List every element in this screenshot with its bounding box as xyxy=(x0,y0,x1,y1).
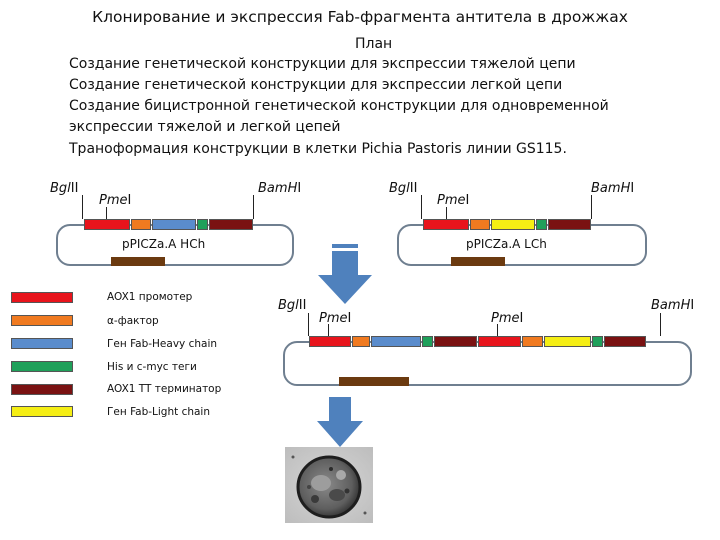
plasmid-label-heavy: pPICZa.A HCh xyxy=(122,237,206,251)
legend-swatch-heavy-chain xyxy=(11,338,73,349)
his-myc-tag-segment-heavy xyxy=(197,219,208,230)
resistance-marker-light xyxy=(451,257,505,266)
bglii-tick-bicistronic xyxy=(308,313,309,336)
plan-item-4: Траноформация конструкции в клетки Pichi… xyxy=(69,141,567,157)
pmei-site-label-heavy: PmeI xyxy=(99,193,132,208)
bamhi-site-label-light: BamHI xyxy=(591,181,635,196)
aox1-promoter-segment-bicistronic-1 xyxy=(309,336,351,347)
pmei-tick-light xyxy=(446,207,447,219)
down-arrow-icon xyxy=(318,244,372,304)
pmei-site-label-bicistronic-2: PmeI xyxy=(491,311,524,326)
light-chain-gene-segment-bicistronic xyxy=(544,336,591,347)
aox1-terminator-segment-light xyxy=(548,219,591,230)
resistance-marker-bicistronic xyxy=(339,377,409,386)
light-chain-gene-segment xyxy=(491,219,535,230)
plan-item-1: Создание генетической конструкции для эк… xyxy=(69,56,576,72)
his-myc-tag-segment-bicistronic-2 xyxy=(592,336,603,347)
legend-swatch-aox1-terminator xyxy=(11,384,73,395)
aox1-terminator-segment-bicistronic-2 xyxy=(604,336,646,347)
legend-swatch-aox1-promoter xyxy=(11,292,73,303)
plan-item-2: Создание генетической конструкции для эк… xyxy=(69,77,563,93)
legend-label-his-myc-tags: His и c-myc теги xyxy=(107,361,197,373)
alpha-factor-segment-bicistronic-2 xyxy=(522,336,543,347)
bamhi-site-label-bicistronic: BamHI xyxy=(651,298,695,313)
aox1-terminator-segment-bicistronic-1 xyxy=(434,336,477,347)
page-title: Клонирование и экспрессия Fab-фрагмента … xyxy=(92,8,628,26)
pmei-tick-bicistronic-2 xyxy=(497,324,498,336)
plasmid-ring-light xyxy=(397,224,647,266)
bglii-site-label-bicistronic: BglII xyxy=(278,298,307,313)
heavy-chain-gene-segment-bicistronic xyxy=(371,336,421,347)
pmei-site-label-bicistronic-1: PmeI xyxy=(319,311,352,326)
bglii-tick-light xyxy=(421,195,422,219)
alpha-factor-segment-heavy xyxy=(131,219,151,230)
resistance-marker-heavy xyxy=(111,257,165,266)
aox1-promoter-segment-light xyxy=(423,219,469,230)
plan-item-3: Создание бицистронной генетической конст… xyxy=(69,98,609,114)
yeast-cell-micrograph xyxy=(285,447,373,523)
his-myc-tag-segment-light xyxy=(536,219,547,230)
pmei-tick-bicistronic-1 xyxy=(328,324,329,336)
alpha-factor-segment-bicistronic-1 xyxy=(352,336,370,347)
his-myc-tag-segment-bicistronic-1 xyxy=(422,336,433,347)
bamhi-tick-heavy xyxy=(253,195,254,219)
bglii-site-label-light: BglII xyxy=(389,181,418,196)
legend-label-aox1-promoter: AOX1 промотер xyxy=(107,291,193,303)
plan-item-3-cont: экспрессии тяжелой и легкой цепей xyxy=(69,119,341,135)
pmei-tick-heavy xyxy=(106,207,107,219)
plan-heading: План xyxy=(355,36,393,52)
alpha-factor-segment-light xyxy=(470,219,490,230)
bamhi-tick-bicistronic xyxy=(660,313,661,336)
legend-swatch-his-myc-tags xyxy=(11,361,73,372)
legend-label-heavy-chain: Ген Fab-Heavy chain xyxy=(107,338,218,350)
aox1-terminator-segment-heavy xyxy=(209,219,253,230)
bamhi-site-label-heavy: BamHI xyxy=(258,181,302,196)
heavy-chain-gene-segment xyxy=(152,219,196,230)
legend-swatch-light-chain xyxy=(11,406,73,417)
pmei-site-label-light: PmeI xyxy=(437,193,470,208)
bamhi-tick-light xyxy=(591,195,592,219)
plasmid-label-light: pPICZa.A LCh xyxy=(466,237,547,251)
legend-label-alpha-factor: α-фактор xyxy=(107,315,159,327)
legend-label-light-chain: Ген Fab-Light chain xyxy=(107,406,211,418)
bglii-site-label-heavy: BglII xyxy=(50,181,79,196)
legend-label-aox1-terminator: AOX1 TT терминатор xyxy=(107,383,222,395)
bglii-tick-heavy xyxy=(82,195,83,219)
down-arrow-icon xyxy=(317,397,363,447)
legend-swatch-alpha-factor xyxy=(11,315,73,326)
aox1-promoter-segment-heavy xyxy=(84,219,130,230)
aox1-promoter-segment-bicistronic-2 xyxy=(478,336,521,347)
